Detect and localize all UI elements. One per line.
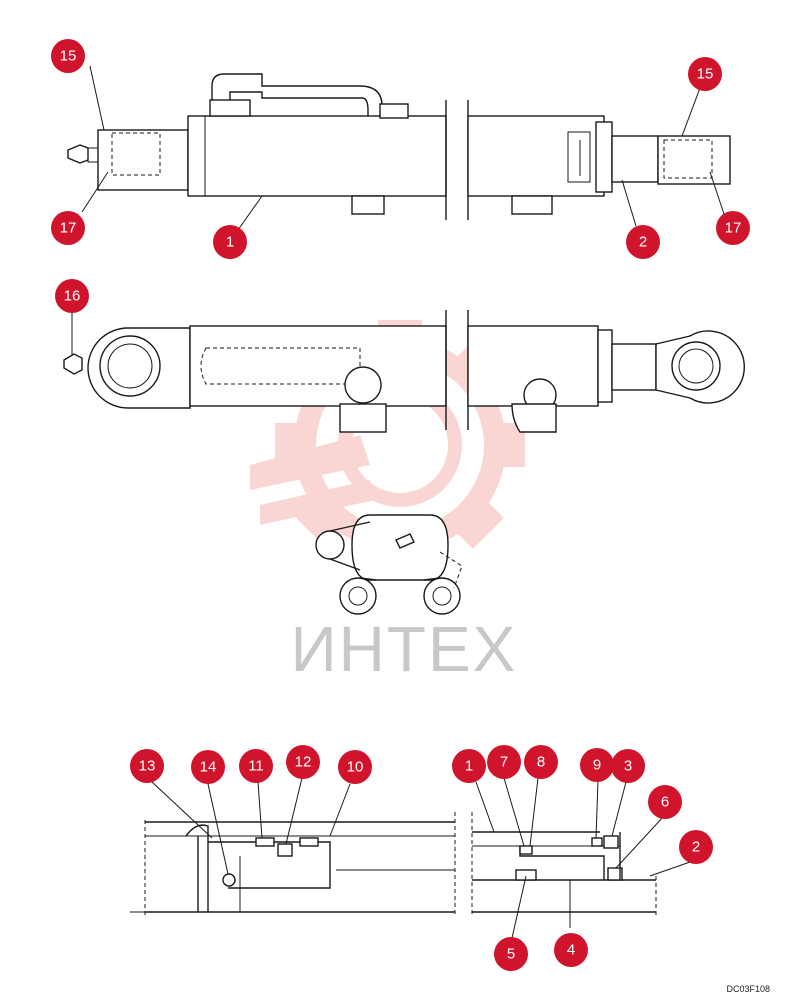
- drawing-code-label: DC03F108: [726, 984, 770, 994]
- callout-2-top: 2: [626, 225, 660, 259]
- svg-text:3: 3: [624, 758, 632, 775]
- svg-text:14: 14: [200, 759, 217, 776]
- svg-text:2: 2: [639, 234, 647, 251]
- callout-7-detail: 7: [487, 745, 521, 779]
- callout-11-detail: 11: [239, 749, 273, 783]
- svg-text:11: 11: [248, 758, 264, 775]
- svg-text:17: 17: [60, 220, 77, 237]
- watermark-text: ИНТЕХ: [290, 613, 518, 685]
- svg-text:16: 16: [64, 288, 81, 305]
- callout-5-detail: 5: [494, 937, 528, 971]
- svg-text:13: 13: [139, 758, 156, 775]
- svg-text:6: 6: [661, 794, 669, 811]
- callout-14-detail: 14: [191, 750, 225, 784]
- leader-lines: [71, 65, 725, 939]
- svg-text:2: 2: [692, 839, 700, 856]
- callout-3-detail: 3: [611, 749, 645, 783]
- svg-text:9: 9: [593, 757, 601, 774]
- callout-17-top-left: 17: [51, 211, 85, 245]
- svg-text:5: 5: [507, 946, 515, 963]
- callout-17-top-right: 17: [716, 211, 750, 245]
- callout-12-detail: 12: [286, 745, 320, 779]
- callout-9-detail: 9: [580, 748, 614, 782]
- callout-15-top-left: 15: [51, 39, 85, 73]
- svg-text:10: 10: [347, 759, 364, 776]
- callout-1-top: 1: [213, 225, 247, 259]
- svg-text:12: 12: [295, 754, 312, 771]
- svg-text:15: 15: [697, 66, 714, 83]
- callout-15-top-right: 15: [688, 57, 722, 91]
- side-cylinder-view: [63, 310, 745, 433]
- svg-text:1: 1: [465, 758, 473, 775]
- end-view: [315, 514, 463, 615]
- callout-8-detail: 8: [524, 745, 558, 779]
- svg-text:7: 7: [500, 754, 508, 771]
- callout-1-detail: 1: [452, 749, 486, 783]
- svg-text:8: 8: [537, 754, 545, 771]
- detail-section-left: [130, 812, 456, 916]
- callout-6-detail: 6: [648, 785, 682, 819]
- callout-13-detail: 13: [130, 749, 164, 783]
- callout-4-detail: 4: [554, 933, 588, 967]
- svg-text:17: 17: [725, 220, 742, 237]
- callout-16-mid: 16: [55, 279, 89, 313]
- callout-2-detail: 2: [679, 830, 713, 864]
- detail-section-right: [471, 812, 657, 916]
- svg-text:4: 4: [567, 942, 575, 959]
- svg-text:15: 15: [60, 48, 77, 65]
- callout-10-detail: 10: [338, 750, 372, 784]
- top-cylinder-view: [67, 73, 731, 220]
- svg-text:1: 1: [226, 234, 234, 251]
